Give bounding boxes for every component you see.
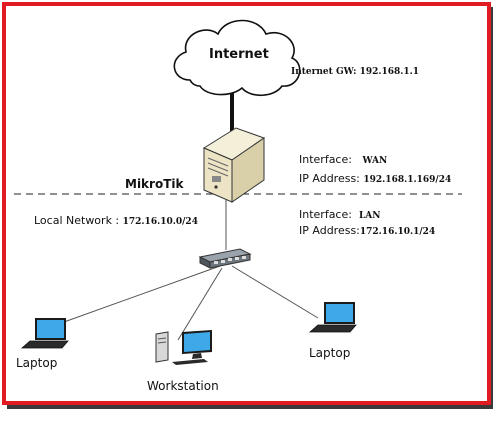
internet-cloud-icon <box>173 19 301 97</box>
link-laptop-right <box>231 265 319 319</box>
mikrotik-router-icon <box>202 127 266 203</box>
wan-interface-label: Interface: <box>299 153 352 166</box>
laptop-left-label: Laptop <box>16 356 58 370</box>
local-network-value: 172.16.10.0/24 <box>122 217 198 227</box>
lan-ip-row: IP Address:172.16.10.1/24 <box>299 225 435 237</box>
wan-ip-row: IP Address: 192.168.1.169/24 <box>299 173 451 185</box>
lan-interface-label: Interface: <box>299 208 352 221</box>
lan-ip-value: 172.16.10.1/24 <box>359 227 436 237</box>
internet-gateway-label: Internet GW: 192.168.1.1 <box>291 67 420 77</box>
local-network-row: Local Network : 172.16.10.0/24 <box>34 215 198 227</box>
local-network-label: Local Network : <box>34 214 120 227</box>
lan-interface-value: LAN <box>358 211 381 221</box>
link-laptop-left <box>63 265 221 323</box>
laptop-left-icon <box>20 318 69 349</box>
workstation-icon <box>155 330 212 365</box>
wan-interface-row: Interface: WAN <box>299 154 387 166</box>
wan-interface-value: WAN <box>362 156 388 166</box>
wan-ip-label: IP Address: <box>299 172 360 185</box>
lan-interface-row: Interface: LAN <box>299 209 381 221</box>
link-workstation <box>177 267 223 341</box>
laptop-right-icon <box>308 302 357 333</box>
workstation-label: Workstation <box>147 379 219 393</box>
lan-ip-label: IP Address: <box>299 224 360 237</box>
router-name-label: MikroTik <box>125 177 184 191</box>
wan-ip-value: 192.168.1.169/24 <box>363 175 452 185</box>
internet-label: Internet <box>209 47 269 62</box>
laptop-right-label: Laptop <box>309 346 351 360</box>
network-switch-icon <box>198 248 252 269</box>
